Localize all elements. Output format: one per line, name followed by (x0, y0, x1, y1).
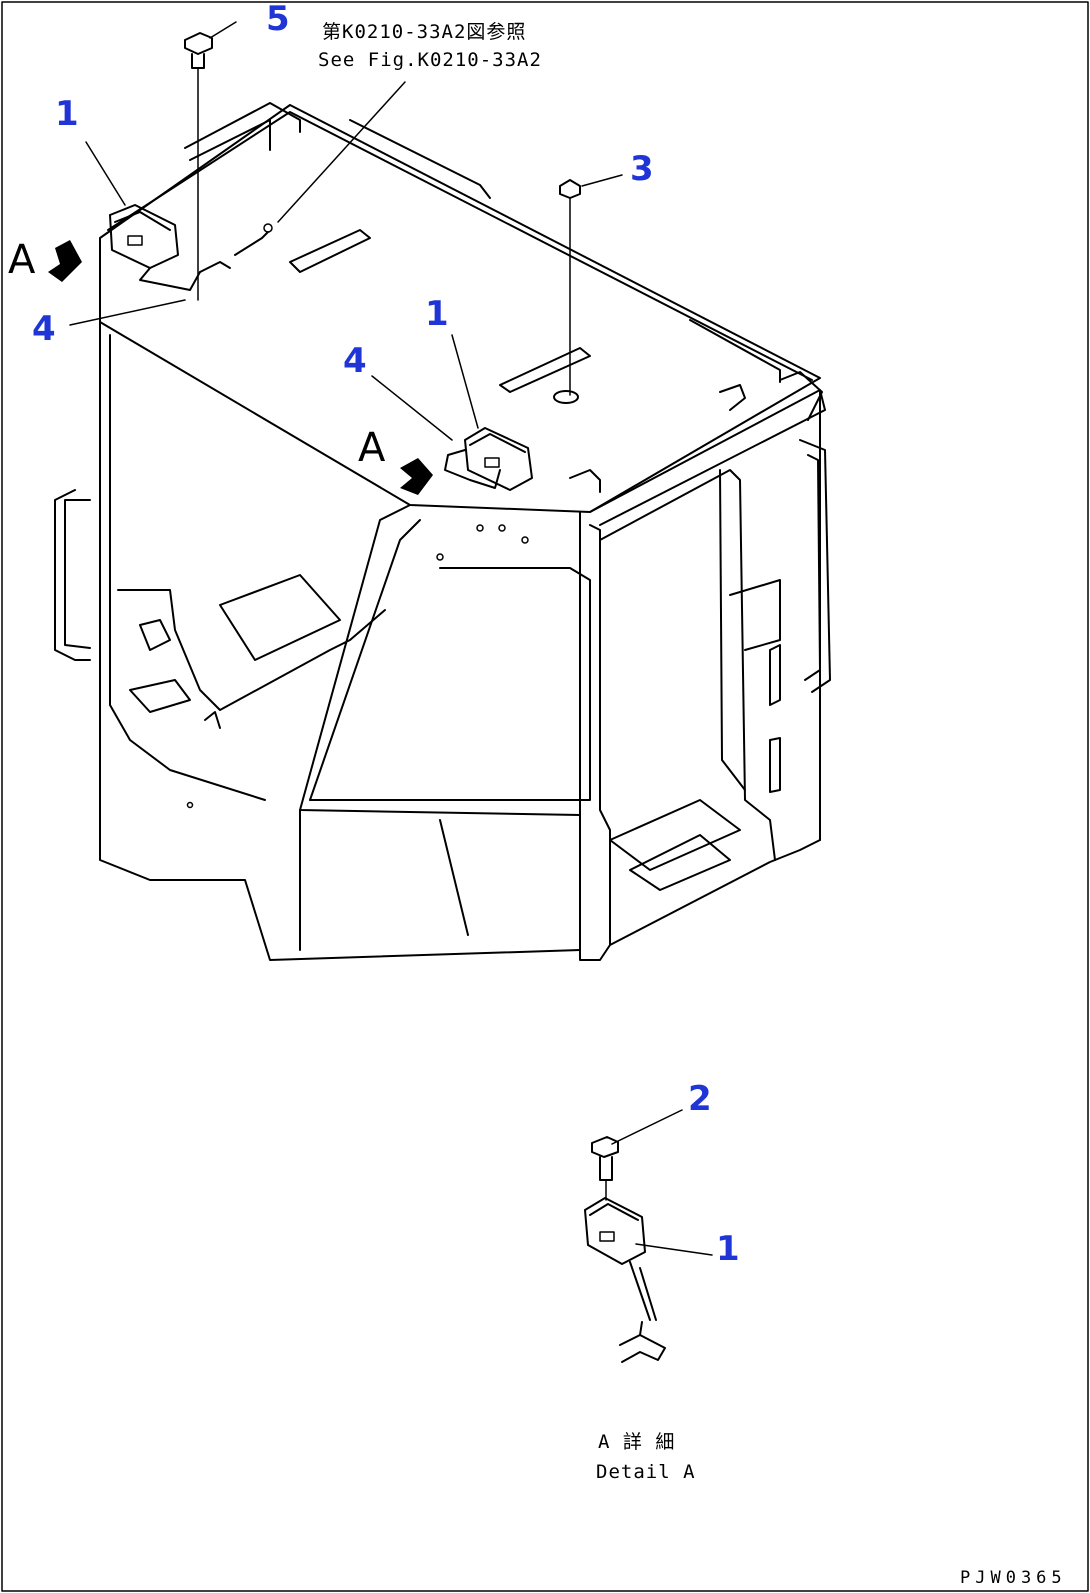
callout-1-right: 1 (425, 294, 449, 334)
callout-4-right: 4 (343, 341, 367, 381)
callout-2: 2 (688, 1079, 712, 1119)
nut-3 (559, 179, 581, 396)
callout-1-left: 1 (55, 94, 79, 134)
work-lamp-left (109, 204, 273, 291)
callout-5: 5 (266, 0, 290, 39)
reference-note-en: See Fig.K0210-33A2 (318, 49, 542, 71)
view-arrow-left (48, 240, 82, 282)
view-marker-left: A (8, 237, 36, 283)
detail-label-jp: A 詳 細 (598, 1431, 676, 1453)
bolt-2 (591, 1136, 619, 1201)
detail-a-lamp (584, 1197, 666, 1363)
view-marker-right: A (358, 425, 386, 471)
bolt-5 (184, 32, 213, 301)
work-lamp-right (444, 427, 533, 491)
callout-4-left: 4 (32, 309, 56, 349)
cab-roof (99, 102, 826, 526)
leader-lines (69, 21, 713, 1256)
detail-label-en: Detail A (596, 1461, 696, 1483)
callout-1-detail: 1 (716, 1229, 740, 1269)
reference-note-jp: 第K0210-33A2図参照 (322, 21, 527, 43)
drawing-number: PJW0365 (960, 1568, 1067, 1588)
cab-body (54, 321, 831, 961)
callout-3: 3 (630, 149, 654, 189)
view-arrow-right (400, 458, 433, 495)
